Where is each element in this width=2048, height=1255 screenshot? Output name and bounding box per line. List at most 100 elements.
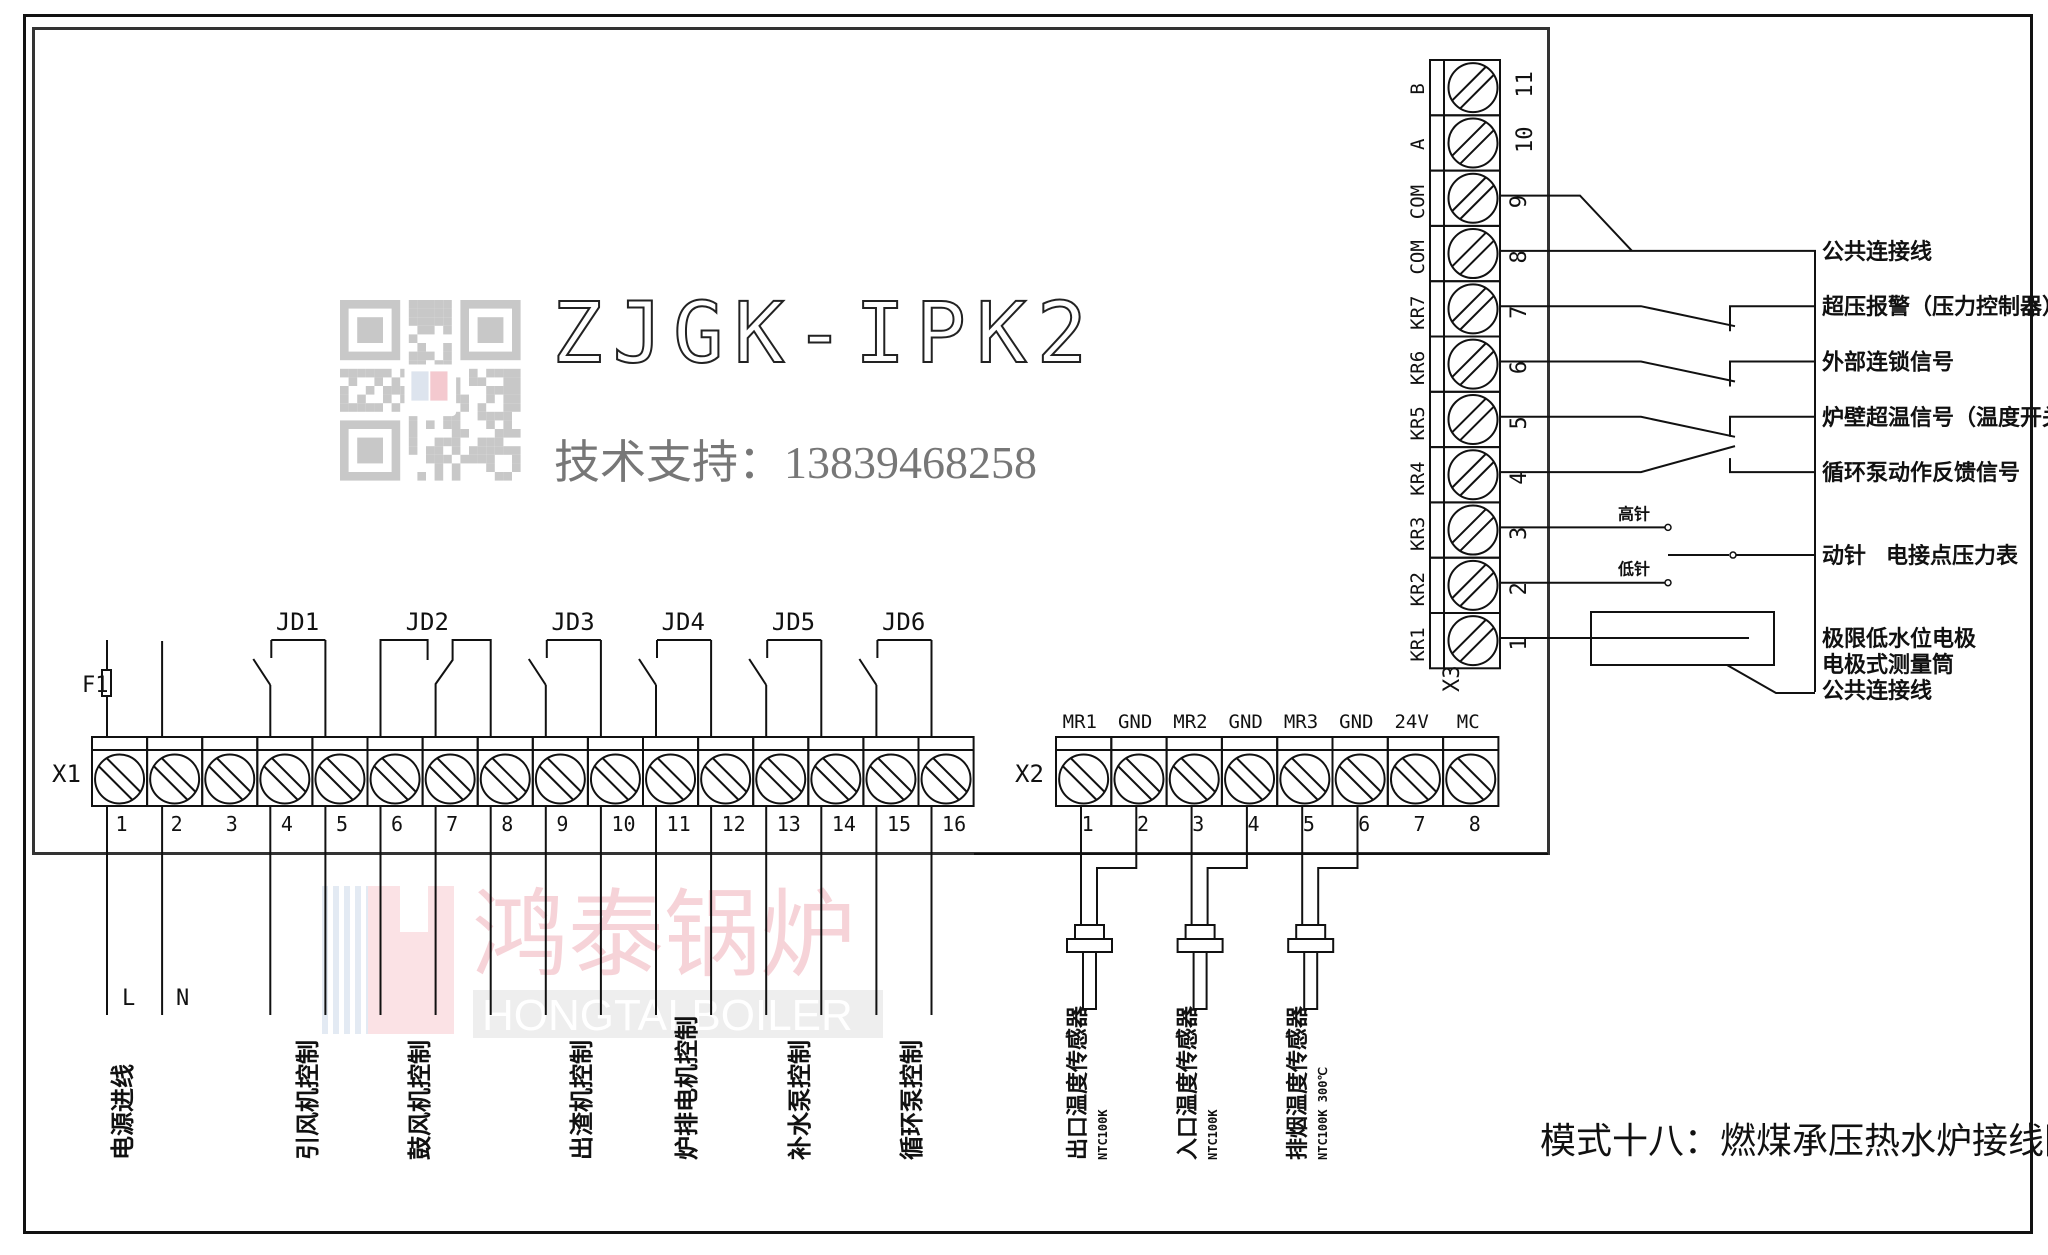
qr-module	[503, 394, 512, 404]
terminal-number: 1	[1507, 637, 1532, 650]
screw-slot	[436, 757, 472, 793]
terminal-cell	[917, 736, 975, 807]
terminal-number: 3	[1507, 527, 1532, 540]
relay-jd5: JD5	[748, 608, 823, 737]
sensor-wire	[1317, 806, 1359, 925]
fuse-label: F1	[82, 673, 109, 698]
signal-label: B	[1407, 83, 1429, 94]
qr-module	[512, 403, 521, 412]
qr-module	[340, 368, 349, 378]
screw-head	[1224, 753, 1276, 805]
screw-icon	[645, 753, 697, 805]
qr-module	[357, 394, 366, 404]
line-label-L: L	[122, 986, 135, 1011]
switch-contact	[1500, 445, 1736, 474]
qr-module	[494, 429, 504, 438]
screw-slot	[869, 765, 905, 801]
qr-module	[365, 403, 375, 412]
screw-slot	[491, 757, 527, 793]
qr-module	[486, 411, 495, 421]
screw-head	[589, 753, 641, 805]
common-wire	[1500, 194, 1633, 252]
qr-module	[417, 472, 426, 481]
x2-label: X2	[1015, 760, 1044, 788]
qr-module	[460, 429, 469, 438]
terminal-number: 6	[1358, 812, 1370, 836]
screw-icon	[259, 753, 311, 805]
qr-module	[451, 411, 461, 421]
screw-icon	[1447, 449, 1499, 501]
terminal-cell	[1429, 612, 1501, 670]
qr-module	[494, 368, 504, 378]
screw-slot	[924, 765, 960, 801]
signal-label: KR2	[1407, 572, 1429, 606]
sensor-name: 出口温度传感器	[1065, 1005, 1091, 1160]
screw-head	[1447, 172, 1499, 224]
screw-slot	[106, 757, 141, 793]
screw-slot	[1346, 757, 1382, 793]
screw-icon	[589, 753, 641, 805]
qr-module	[348, 403, 358, 412]
watermark-cn: 鸿泰锅炉	[472, 879, 856, 991]
gauge-high-label: 高针	[1618, 504, 1650, 523]
screw-slot	[1451, 176, 1487, 212]
qr-module	[357, 368, 366, 378]
gauge-contact-low	[1664, 578, 1672, 587]
connection-label: 超压报警（压力控制器）	[1822, 294, 2048, 320]
screw-slot	[657, 757, 692, 793]
screw-slot	[1291, 757, 1327, 793]
screw-head	[479, 753, 531, 805]
qr-module	[486, 386, 495, 395]
screw-head	[534, 753, 586, 805]
relay-label: JD6	[882, 608, 925, 636]
qr-finder	[357, 437, 383, 464]
fuse-icon	[101, 669, 112, 697]
qr-module	[443, 308, 452, 318]
terminal-number: 5	[336, 812, 348, 836]
electrode-common-wire	[1726, 664, 1815, 694]
signal-label: GND	[1229, 711, 1263, 733]
screw-head	[1279, 753, 1331, 805]
screw-slot	[1402, 757, 1437, 793]
screw-slot	[1451, 453, 1487, 489]
screw-slot	[318, 765, 354, 801]
x3-label: X3	[1440, 666, 1465, 693]
screw-head	[1447, 228, 1499, 280]
qr-module	[417, 351, 426, 361]
switch-contact	[1500, 415, 1736, 438]
relay-switch-blade	[252, 658, 272, 686]
screw-slot	[1459, 184, 1495, 220]
qr-module	[434, 308, 444, 318]
qr-logo	[430, 371, 448, 401]
qr-module	[451, 463, 461, 472]
qr-module	[494, 411, 504, 421]
screw-head	[1113, 753, 1165, 805]
qr-module	[443, 325, 452, 335]
screw-head	[1447, 338, 1499, 390]
terminal-cell	[1442, 736, 1500, 807]
screw-head	[810, 753, 862, 805]
qr-module	[434, 446, 444, 455]
terminal-number: 2	[1507, 582, 1532, 595]
qr-module	[426, 420, 435, 429]
electrode-label: 极限低水位电极	[1822, 626, 1977, 652]
terminal-number: 16	[942, 812, 966, 836]
screw-slot	[712, 757, 747, 793]
qr-module	[391, 386, 401, 395]
screw-head	[369, 753, 421, 805]
qr-module	[477, 403, 487, 412]
x1-label: X1	[52, 760, 81, 788]
qr-module	[443, 300, 452, 309]
qr-module	[383, 368, 392, 378]
relay-jd2: JD2	[379, 608, 492, 737]
qr-module	[434, 300, 444, 309]
screw-icon	[1058, 753, 1110, 805]
screw-icon	[1447, 228, 1499, 280]
relay-jd3: JD3	[527, 608, 602, 737]
qr-module	[512, 454, 521, 464]
screw-icon	[479, 753, 531, 805]
qr-module	[460, 454, 469, 464]
sensor-icon	[1287, 938, 1335, 953]
qr-module	[417, 325, 426, 335]
screw-icon	[1334, 753, 1386, 805]
